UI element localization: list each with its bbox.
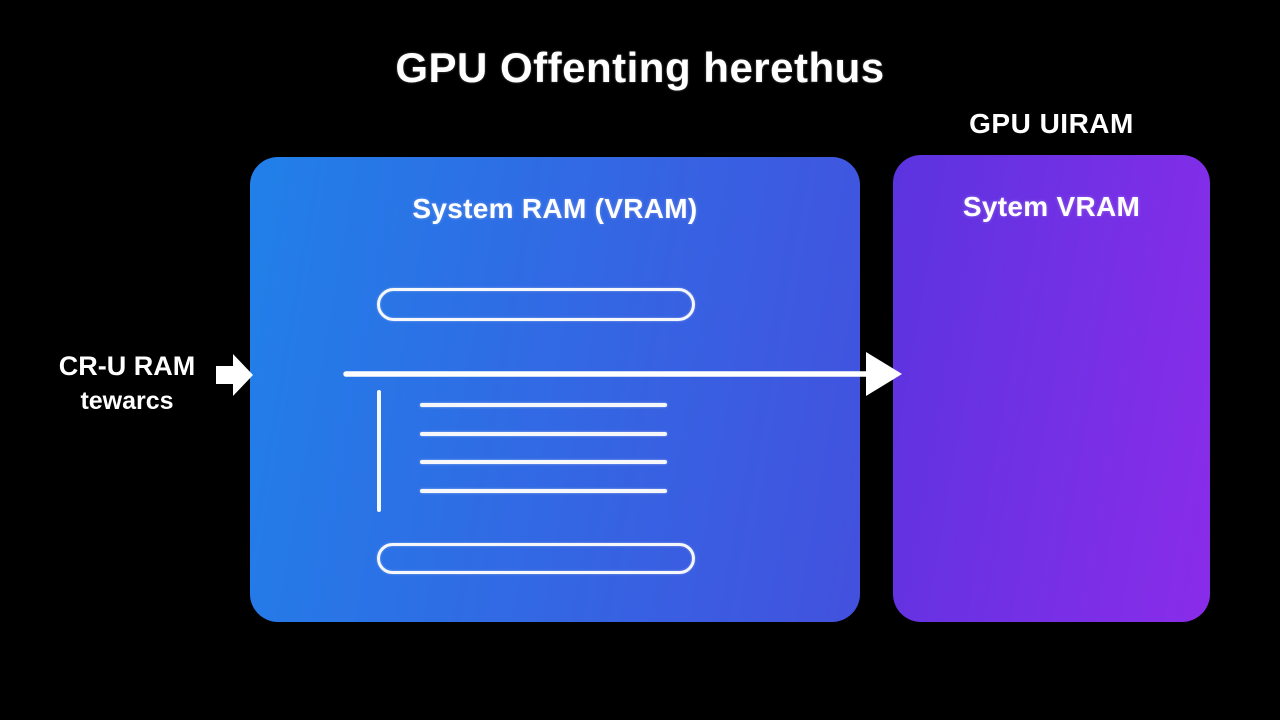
gpu-vram-box-label: Sytem VRAM (962, 191, 1141, 222)
memory-pill-top (377, 288, 695, 321)
cpu-ram-caption-line1: CR-U RAM (58, 351, 196, 381)
memory-line (420, 403, 667, 407)
memory-line (420, 489, 667, 493)
gpu-vram-caption: GPU UIRAM (969, 108, 1134, 139)
memory-line (420, 460, 667, 464)
memory-vertical-tick (377, 390, 381, 512)
system-ram-box: System RAM (VRAM) (250, 157, 860, 622)
cpu-ram-caption-line2: tewarcs (80, 387, 174, 416)
memory-pill-bottom (377, 543, 695, 574)
page-title: GPU Offenting herethus (395, 44, 885, 91)
cpu-ram-caption: CR-U RAM tewarcs (28, 350, 226, 416)
system-ram-box-label: System RAM (VRAM) (412, 193, 698, 224)
memory-line (420, 432, 667, 436)
gpu-vram-box: Sytem VRAM (893, 155, 1210, 622)
